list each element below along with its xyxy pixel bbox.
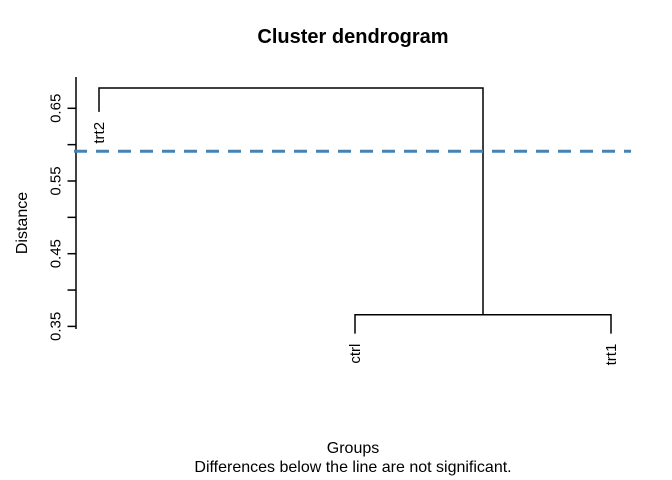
- y-tick-label: 0.65: [48, 94, 65, 123]
- leaf-label: ctrl: [347, 344, 364, 364]
- dendrogram-branch: [354, 314, 612, 334]
- x-axis-title: Groups: [326, 440, 380, 457]
- leaf-label: trt1: [603, 344, 620, 366]
- y-tick-label: 0.35: [48, 312, 65, 341]
- y-tick-label: 0.45: [48, 239, 65, 268]
- y-tick-label: 0.55: [48, 166, 65, 195]
- chart-title: Cluster dendrogram: [257, 26, 449, 48]
- leaf-label: trt2: [91, 122, 108, 144]
- dendrogram-branch: [98, 87, 484, 315]
- chart-note: Differences below the line are not signi…: [194, 459, 512, 476]
